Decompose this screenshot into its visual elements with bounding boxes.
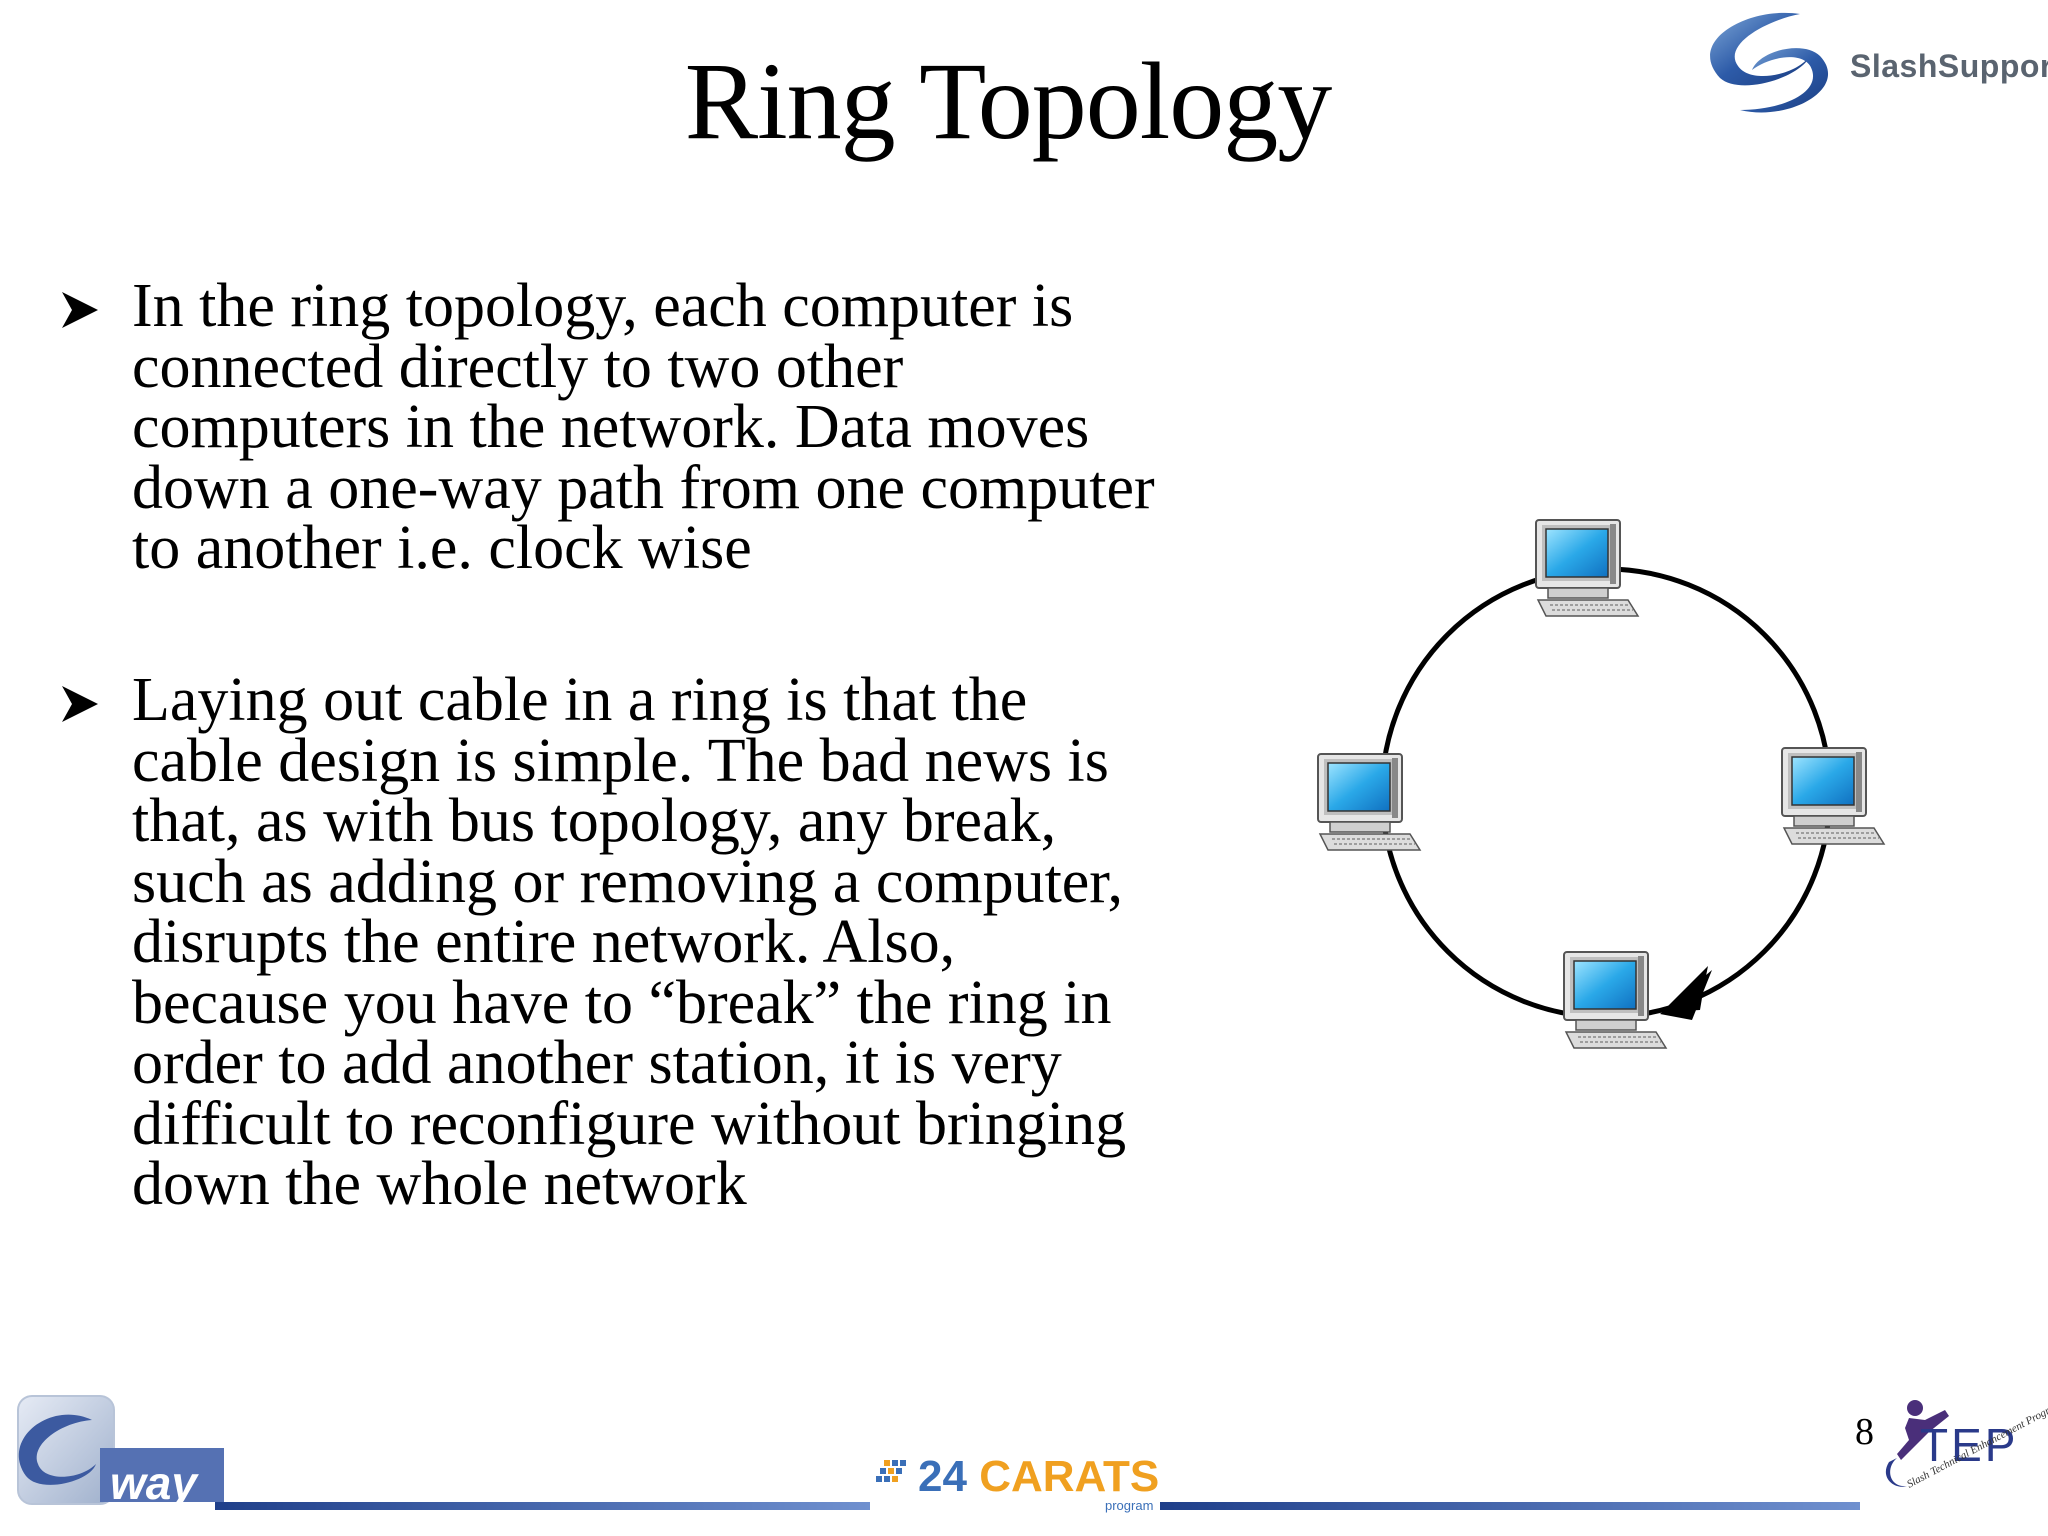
- footer-graphics: [17, 1395, 1949, 1510]
- ring-topology-diagram: [1317, 519, 1885, 1049]
- bullet-arrow-icon: [62, 686, 98, 722]
- slashsupport-logo-text: SlashSupport: [1850, 48, 2048, 84]
- bullet-item-1: In the ring topology, each computer is c…: [56, 275, 1256, 596]
- sway-logo-text: way: [110, 1457, 197, 1509]
- bullet-line: order to add another station, it is very: [132, 1029, 1062, 1097]
- computer-icon: [1781, 747, 1885, 845]
- bullet-line: connected directly to two other: [132, 332, 904, 401]
- slide-title: Ring Topology: [684, 40, 1333, 162]
- 24carats-logo-icon: [876, 1460, 906, 1482]
- computer-icon: [1317, 753, 1421, 851]
- ring-cable: [1379, 566, 1833, 1020]
- slashsupport-logo-icon: [1710, 12, 1829, 113]
- step-logo-text: TEP: [1920, 1419, 2019, 1471]
- bullet-line: that, as with bus topology, any break,: [132, 787, 1057, 855]
- bullet-item-2: Laying out cable in a ring is that the c…: [56, 669, 1256, 1230]
- page-number: 8: [1855, 1411, 1874, 1453]
- computer-icon: [1563, 951, 1667, 1049]
- bullet-line: down a one-way path from one computer: [132, 453, 1155, 522]
- bullet-line: computers in the network. Data moves: [132, 393, 1090, 461]
- bullet-line: difficult to reconfigure without bringin…: [132, 1089, 1127, 1158]
- bullet-text-1: In the ring topology, each computer is c…: [132, 272, 1282, 582]
- arrowhead: [1660, 970, 1712, 1020]
- footer-line-left: [215, 1502, 870, 1510]
- bullet-line: such as adding or removing a computer,: [132, 847, 1123, 916]
- 24carats-subtitle: program: [1105, 1498, 1154, 1513]
- footer-line-right: [1160, 1502, 1860, 1510]
- sway-logo-icon: [17, 1395, 224, 1505]
- bullet-line: cable design is simple. The bad news is: [132, 726, 1109, 795]
- 24carats-logo-text: 24 CARATS: [918, 1452, 1159, 1502]
- bullet-line: down the whole network: [132, 1150, 747, 1218]
- bullet-text-2: Laying out cable in a ring is that the c…: [132, 666, 1282, 1218]
- step-logo-icon: [1885, 1400, 1949, 1487]
- bullet-line: because you have to “break” the ring in: [132, 968, 1112, 1037]
- bullet-line: disrupts the entire network. Also,: [132, 908, 956, 976]
- 24carats-word: CARATS: [979, 1452, 1160, 1501]
- bullet-arrow-icon: [62, 292, 98, 328]
- bullet-line: Laying out cable in a ring is that the: [132, 666, 1028, 734]
- bullet-line: In the ring topology, each computer is: [132, 272, 1074, 340]
- bullet-line: to another i.e. clock wise: [132, 514, 752, 582]
- 24carats-number: 24: [918, 1452, 967, 1501]
